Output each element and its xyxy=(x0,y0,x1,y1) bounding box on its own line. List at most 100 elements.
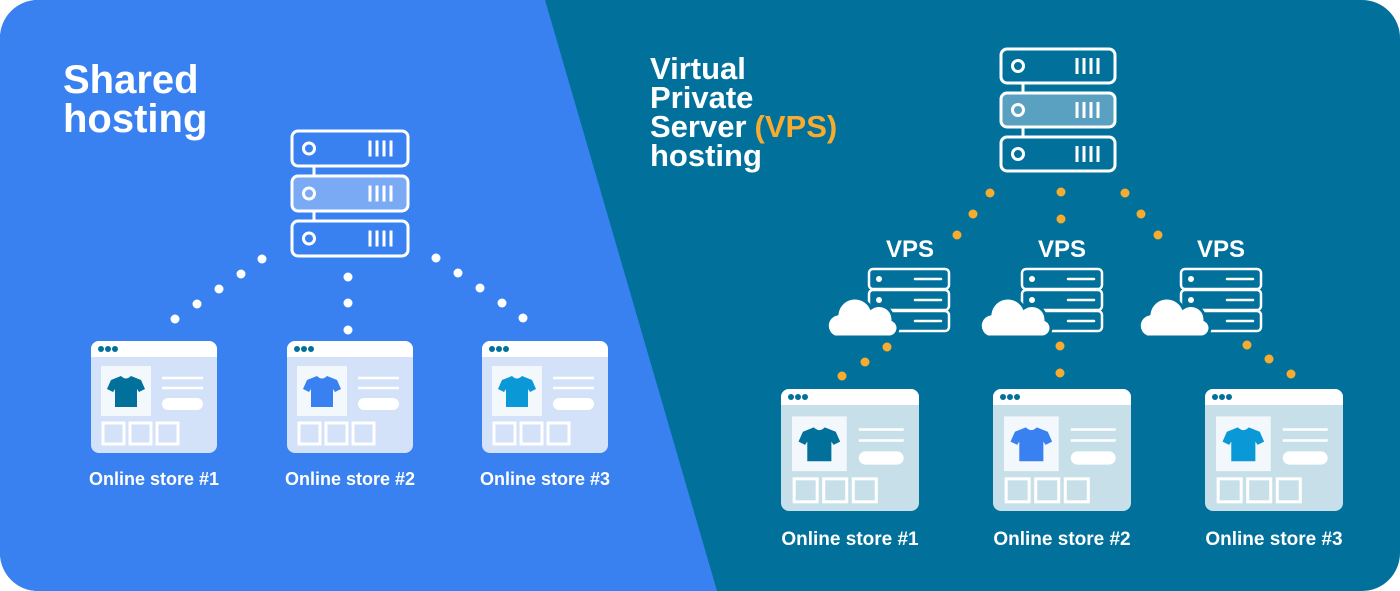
vps-title-abbreviation: (VPS) xyxy=(755,109,838,144)
buy-button-shape xyxy=(858,451,904,465)
vps-node-label: VPS xyxy=(1038,236,1086,263)
cloud-shape xyxy=(825,296,900,339)
browser-titlebar xyxy=(482,341,608,357)
browser-titlebar xyxy=(993,389,1131,405)
browser-titlebar xyxy=(781,389,919,405)
server-unit xyxy=(999,135,1117,173)
window-dot-icon xyxy=(1212,394,1218,400)
server-led-icon xyxy=(1011,103,1025,117)
connector-dot xyxy=(952,230,962,240)
online-store-card: Online store #2 xyxy=(993,389,1131,550)
server-unit xyxy=(290,219,410,258)
vps-node: VPS xyxy=(825,236,951,339)
cloud-shape xyxy=(1137,296,1212,339)
store-label: Online store #3 xyxy=(1205,529,1342,550)
vps-node: VPS xyxy=(978,236,1104,339)
window-dot-icon xyxy=(1007,394,1013,400)
connector-dot xyxy=(882,342,892,352)
tshirt-icon xyxy=(107,376,145,407)
connector-dot xyxy=(1242,340,1252,350)
connector-dot xyxy=(453,268,463,278)
shared-server-rack-icon xyxy=(290,129,410,258)
thumbnail-box xyxy=(1063,477,1090,504)
thumbnail-box xyxy=(519,421,544,446)
vps-connector-dots xyxy=(837,187,1296,381)
window-dot-icon xyxy=(1219,394,1225,400)
buy-button-shape xyxy=(553,398,594,410)
server-led-icon xyxy=(302,231,316,246)
thumbnail-box xyxy=(492,421,517,446)
store-label: Online store #1 xyxy=(89,469,219,489)
server-unit-frame xyxy=(999,47,1117,85)
vps-main-server-rack-icon xyxy=(999,47,1117,173)
connector-dot xyxy=(518,313,528,323)
window-dot-icon xyxy=(112,346,118,352)
store-label: Online store #2 xyxy=(285,469,415,489)
window-dot-icon xyxy=(496,346,502,352)
online-store-card: Online store #3 xyxy=(1205,389,1343,550)
buy-button-shape xyxy=(1070,451,1116,465)
browser-titlebar xyxy=(287,341,413,357)
connector-dot xyxy=(475,283,485,293)
vps-stores: Online store #1 Online store #2 Online sto… xyxy=(781,389,1343,550)
window-dot-icon xyxy=(1014,394,1020,400)
vps-node: VPS xyxy=(1137,236,1263,339)
connector-dot xyxy=(968,209,978,219)
thumbnail-box xyxy=(1034,477,1061,504)
connector-dot xyxy=(343,298,353,308)
window-dot-icon xyxy=(98,346,104,352)
thumbnail-box xyxy=(792,477,819,504)
server-led-icon xyxy=(302,141,316,156)
tshirt-icon xyxy=(498,376,536,407)
small-server-led xyxy=(1029,276,1035,282)
buy-button-shape xyxy=(162,398,203,410)
server-led-icon xyxy=(1011,147,1025,161)
vps-node-label: VPS xyxy=(1197,236,1245,263)
cloud-shape xyxy=(978,296,1053,339)
cloud-icon xyxy=(825,296,900,339)
buy-button-shape xyxy=(1282,451,1328,465)
small-server-led xyxy=(876,297,882,303)
thumbnail-box xyxy=(101,421,126,446)
server-unit xyxy=(290,174,410,213)
online-store-card: Online store #1 xyxy=(781,389,919,550)
window-dot-icon xyxy=(105,346,111,352)
connector-dot xyxy=(985,188,995,198)
connector-dot xyxy=(1286,369,1296,379)
shared-title: Shared hosting xyxy=(63,58,207,141)
shared-title-line-1: Shared xyxy=(63,58,199,102)
server-unit xyxy=(999,47,1117,85)
thumbnail-box xyxy=(546,421,571,446)
server-led-icon xyxy=(302,186,316,201)
shared-title-line-2: hosting xyxy=(63,97,207,141)
window-dot-icon xyxy=(301,346,307,352)
window-dot-icon xyxy=(489,346,495,352)
window-dot-icon xyxy=(503,346,509,352)
thumbnail-box xyxy=(351,421,376,446)
window-dot-icon xyxy=(795,394,801,400)
thumbnail-box xyxy=(1275,477,1302,504)
small-server-led xyxy=(1188,276,1194,282)
cloud-icon xyxy=(1137,296,1212,339)
server-unit-frame xyxy=(999,135,1117,173)
thumbnail-box xyxy=(851,477,878,504)
window-dot-icon xyxy=(294,346,300,352)
tshirt-icon xyxy=(303,376,341,407)
vps-title: Virtual Private Server(VPS) hosting xyxy=(650,51,837,173)
shared-stores: Online store #1 Online store #2 Online sto… xyxy=(89,341,610,489)
vps-title-server-word: Server xyxy=(650,109,747,144)
cloud-icon xyxy=(978,296,1053,339)
small-server-led xyxy=(1188,297,1194,303)
online-store-card: Online store #3 xyxy=(480,341,610,489)
vps-title-line-4: hosting xyxy=(650,138,762,173)
connector-dot xyxy=(1056,214,1066,224)
connector-dot xyxy=(343,272,353,282)
connector-dot xyxy=(497,298,507,308)
connector-dot xyxy=(1055,341,1065,351)
server-unit-frame xyxy=(999,91,1117,129)
server-unit-frame xyxy=(290,129,410,168)
connector-dot xyxy=(431,253,441,263)
window-dot-icon xyxy=(308,346,314,352)
